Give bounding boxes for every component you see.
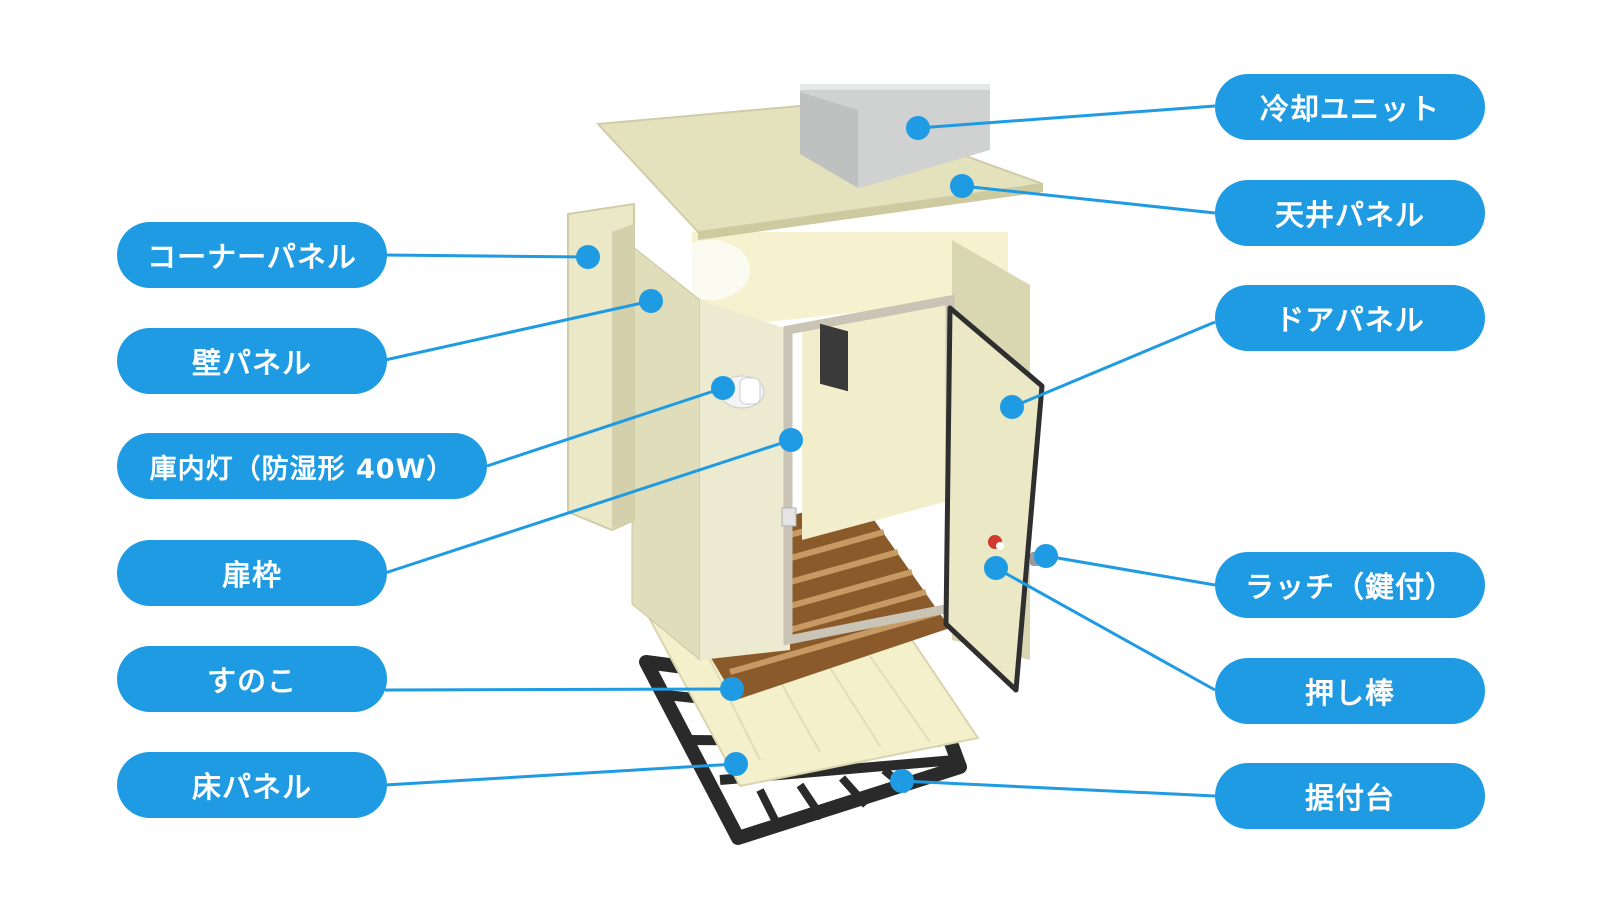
wall-panel <box>631 244 790 662</box>
cooling-unit <box>800 84 990 392</box>
label-corner-panel: コーナーパネル <box>117 222 387 288</box>
label-cooling-unit: 冷却ユニット <box>1215 74 1485 140</box>
anchor-dots <box>576 116 1058 793</box>
ceiling-panel <box>595 102 1044 240</box>
label-latch: ラッチ（鍵付） <box>1215 552 1485 618</box>
label-base-frame: 据付台 <box>1215 763 1485 829</box>
label-push-bar: 押し棒 <box>1215 658 1485 724</box>
corner-panel <box>567 202 635 532</box>
leader-lines <box>384 104 1216 798</box>
label-interior-light: 庫内灯（防湿形 40W） <box>117 433 487 499</box>
label-door-frame: 扉枠 <box>117 540 387 606</box>
label-wall-panel: 壁パネル <box>117 328 387 394</box>
label-floor-panel: 床パネル <box>117 752 387 818</box>
label-ceiling-panel: 天井パネル <box>1215 180 1485 246</box>
label-door-panel: ドアパネル <box>1215 285 1485 351</box>
label-sunoko: すのこ <box>117 646 387 712</box>
